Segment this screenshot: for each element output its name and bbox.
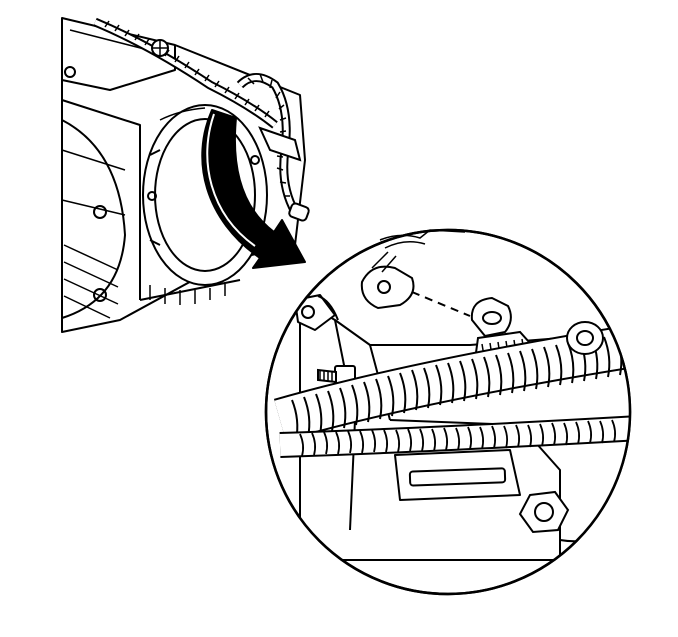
bracket-bolt — [566, 321, 604, 355]
detail-view — [264, 228, 632, 596]
direction-arrow — [201, 109, 306, 269]
wiring-harness — [93, 17, 310, 222]
lower-bolt — [518, 490, 611, 543]
alignment-line — [411, 291, 471, 317]
mounting-stud — [317, 365, 356, 387]
